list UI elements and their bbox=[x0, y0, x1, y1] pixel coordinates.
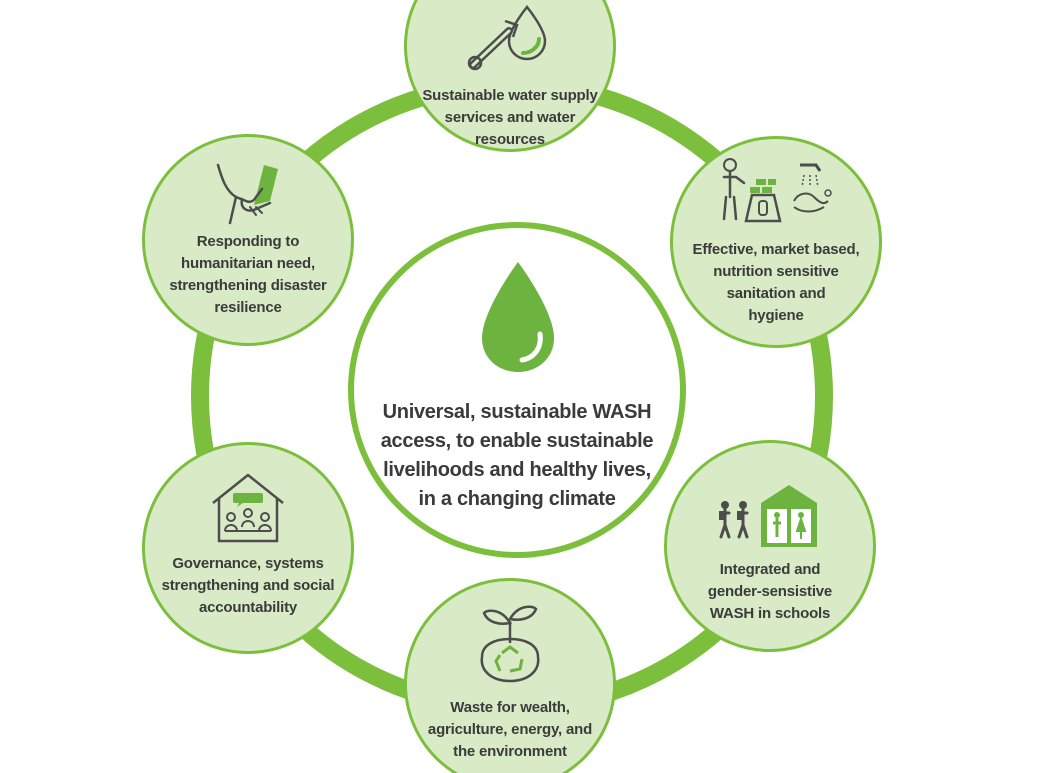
node-label-wash-schools: Integrated and gender-sensistive WASH in… bbox=[707, 561, 833, 622]
sprout-recycle-icon bbox=[480, 605, 540, 683]
water-drop-icon bbox=[482, 262, 554, 372]
center-goal-text: Universal, sustainable WASH access, to e… bbox=[380, 401, 654, 510]
node-label-sanitation-hygiene: Effective, market based, nutrition sensi… bbox=[692, 241, 860, 324]
sanitation-hygiene-icon bbox=[722, 158, 832, 223]
helping-hands-icon bbox=[216, 163, 278, 225]
node-waste-wealth: Waste for wealth, agriculture, energy, a… bbox=[404, 578, 616, 773]
center-goal-circle: Universal, sustainable WASH access, to e… bbox=[348, 222, 686, 558]
node-label-water-supply: Sustainable water supply services and wa… bbox=[422, 87, 598, 148]
node-label-governance: Governance, systems strengthening and so… bbox=[161, 555, 335, 616]
node-governance: Governance, systems strengthening and so… bbox=[142, 442, 354, 654]
node-wash-schools: Integrated and gender-sensistive WASH in… bbox=[664, 440, 876, 652]
node-sanitation-hygiene: Effective, market based, nutrition sensi… bbox=[670, 136, 882, 348]
node-label-waste-wealth: Waste for wealth, agriculture, energy, a… bbox=[427, 699, 593, 760]
node-water-supply: Sustainable water supply services and wa… bbox=[404, 0, 616, 152]
school-toilets-icon bbox=[719, 485, 817, 547]
wrench-drop-icon bbox=[467, 5, 547, 71]
node-humanitarian: Responding to humanitarian need, strengt… bbox=[142, 134, 354, 346]
community-house-icon bbox=[212, 473, 284, 543]
node-label-humanitarian: Responding to humanitarian need, strengt… bbox=[169, 233, 327, 316]
